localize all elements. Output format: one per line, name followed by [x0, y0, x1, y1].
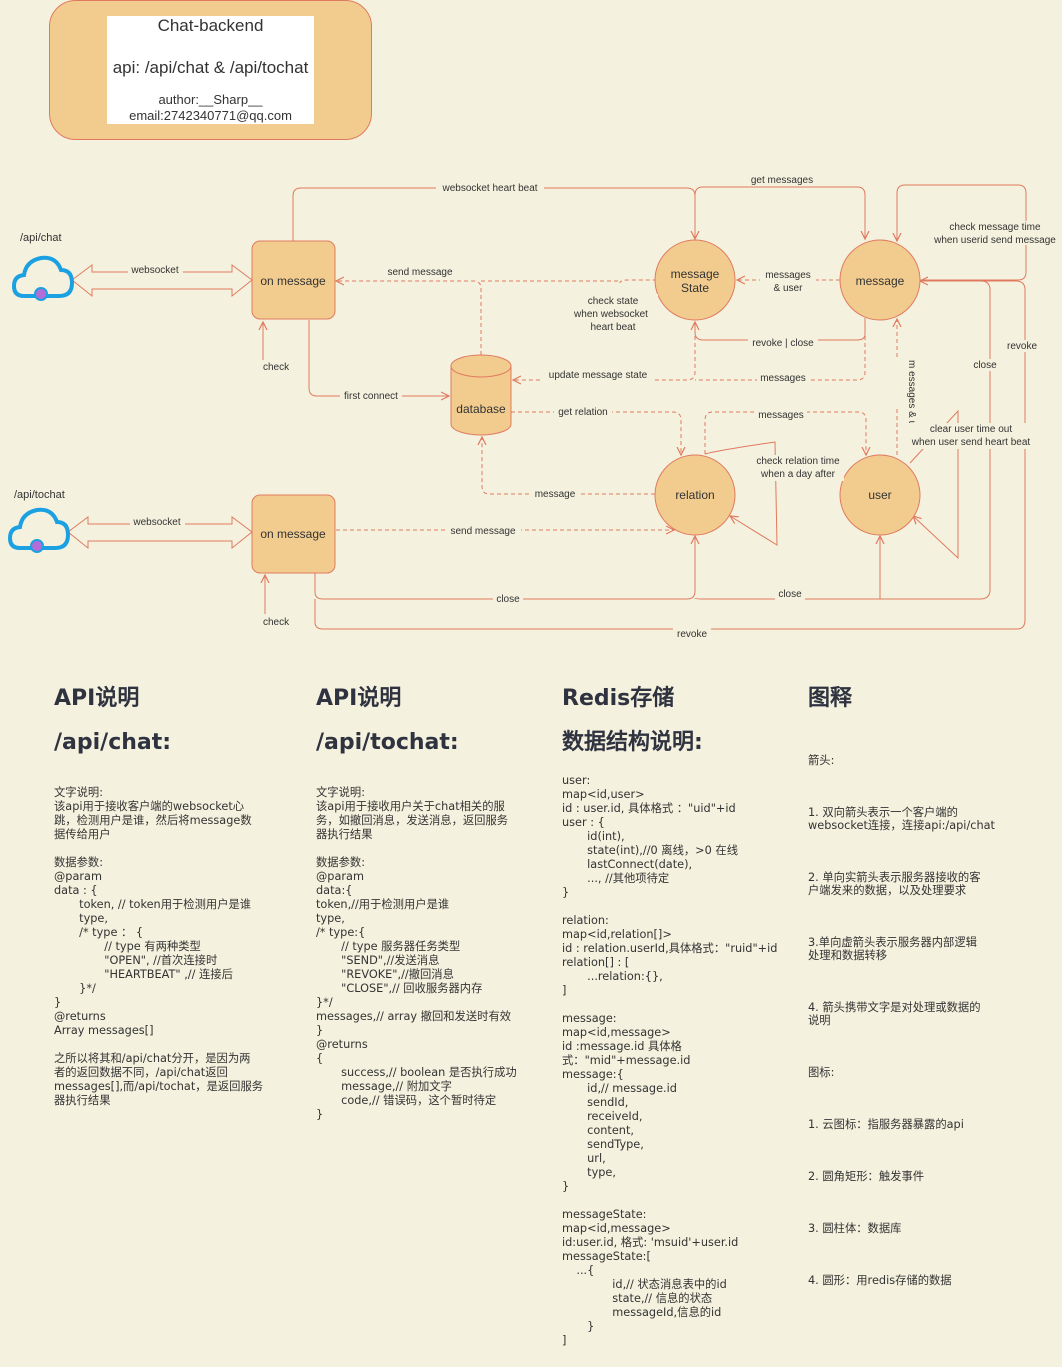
api-tochat-label: /api/tochat	[14, 489, 65, 501]
section-legend: 图释 箭头: 1. 双向箭头表示一个客户端的 websocket连接，连接api…	[808, 684, 1023, 1326]
relation-node	[654, 454, 736, 536]
check-time-edge	[897, 184, 1027, 281]
check-state-label-3: heart beat	[590, 322, 635, 333]
first-connect-label: first connect	[344, 391, 398, 402]
section-heading: API说明	[54, 686, 140, 711]
legend-item: 2. 单向实箭头表示服务器接收的客 户端发来的数据，以及处理要求	[808, 871, 981, 897]
check-time-label-2: when userid send message	[933, 235, 1056, 246]
author: author:__Sharp__	[158, 92, 263, 107]
database-label: database	[456, 402, 506, 416]
message-state-node	[654, 239, 736, 321]
on-message-label-1: on message	[260, 274, 326, 288]
close-edge-2	[694, 280, 991, 600]
on-message-label-2: on message	[260, 527, 326, 541]
send-message-edge-1	[336, 281, 482, 355]
check-label-2: check	[263, 617, 290, 628]
update-state-edge	[513, 322, 696, 380]
section-subheading: /api/chat:	[54, 730, 172, 755]
email: email:2742340771@qq.com	[129, 108, 292, 123]
legend-item: 1. 云图标：指服务器暴露的api	[808, 1118, 964, 1131]
section-heading: API说明	[316, 686, 402, 711]
send-message-label-1: send message	[387, 267, 452, 278]
user-label: user	[868, 488, 891, 502]
on-message-node-1	[251, 240, 336, 320]
section-heading: Redis存储	[562, 686, 675, 711]
section-subheading: 数据结构说明:	[562, 730, 703, 755]
messages-user-label-1: messages	[765, 270, 811, 281]
revoke-label-2: revoke	[677, 629, 707, 640]
legend-item: 4. 箭头携带文字是对处理或数据的 说明	[808, 1001, 981, 1027]
message-node	[839, 239, 921, 321]
clear-user-label-1: clear user time out	[930, 424, 1012, 435]
heart-beat-edge	[292, 187, 695, 241]
architecture-diagram: on message on message database message S…	[7, 174, 1062, 640]
legend-item: 1. 双向箭头表示一个客户端的 websocket连接，连接api:/api/c…	[808, 806, 995, 832]
check-time-label-1: check message time	[949, 222, 1041, 233]
first-connect-edge	[308, 320, 449, 396]
get-relation-label: get relation	[558, 407, 607, 418]
edge-labels: websocket websocket check check websocke…	[128, 174, 1062, 640]
api-title: api: /api/chat & /api/tochat	[112, 58, 309, 77]
user-node	[839, 454, 921, 536]
section-api-tochat: API说明 /api/tochat: 文字说明: 该api用于接收用户关于cha…	[316, 684, 541, 1122]
clear-user-label-2: when user send heart beat	[911, 437, 1031, 448]
legend-item: 3.单向虚箭头表示服务器内部逻辑 处理和数据转移	[808, 936, 977, 962]
revoke-edge-2	[314, 281, 1026, 630]
heart-beat-label: websocket heart beat	[441, 183, 537, 194]
check-relation-label-2: when a day after	[760, 469, 836, 480]
send-message-label-2: send message	[450, 526, 515, 537]
message-state-label-2: State	[681, 281, 709, 295]
check-state-edge	[481, 279, 655, 284]
websocket-label-1: websocket	[130, 265, 178, 276]
section-body: user: map<id,user> id : user.id, 具体格式 ："…	[562, 774, 778, 1347]
legend-item: 箭头:	[808, 754, 835, 767]
message-label: message	[856, 274, 905, 288]
api-chat-label: /api/chat	[20, 232, 62, 244]
legend-item: 3. 圆柱体：数据库	[808, 1222, 902, 1235]
messages-vertical-label: m essages & user	[906, 360, 917, 441]
database-node	[450, 354, 512, 436]
cloud-icon	[7, 507, 71, 553]
messages-user-label-2: & user	[774, 283, 804, 294]
revoke-label-1: revoke	[1007, 341, 1037, 352]
revoke-close-edge	[695, 318, 866, 341]
section-body: 文字说明: 该api用于接收客户端的websocket心 跳，检测用户是谁，然后…	[54, 786, 264, 1107]
relation-self-loop	[704, 441, 778, 546]
message-state-label-1: message	[671, 267, 720, 281]
section-body: 文字说明: 该api用于接收用户关于chat相关的服 务，如撤回消息，发送消息，…	[316, 786, 517, 1121]
close-label-2: close	[496, 594, 520, 605]
check-state-label-2: when websocket	[573, 309, 648, 320]
close-label-1: close	[973, 360, 997, 371]
app-title: Chat-backend	[157, 16, 264, 35]
check-state-label-1: check state	[588, 296, 639, 307]
message-db-edge	[482, 437, 655, 495]
section-redis: Redis存储 数据结构说明: user: map<id,user> id : …	[562, 684, 782, 1348]
section-subheading: /api/tochat:	[316, 730, 459, 755]
get-messages-edge	[694, 186, 865, 240]
close-edge-1	[314, 536, 695, 600]
check-label-1: check	[263, 362, 290, 373]
title-text-box: Chat-backend api: /api/chat & /api/tocha…	[107, 16, 314, 124]
check-relation-label-1: check relation time	[756, 456, 840, 467]
get-messages-label: get messages	[751, 175, 813, 186]
legend-item: 4. 圆形：用redis存储的数据	[808, 1274, 952, 1287]
legend-item: 图标:	[808, 1066, 835, 1079]
revoke-close-label: revoke | close	[752, 338, 814, 349]
update-state-label: update message state	[549, 370, 648, 381]
on-message-node-2	[251, 494, 336, 574]
relation-label: relation	[675, 488, 714, 502]
messages-label-1: messages	[760, 373, 806, 384]
message-db-label: message	[535, 489, 576, 500]
messages-label-2: messages	[758, 410, 804, 421]
legend-body: 箭头: 1. 双向箭头表示一个客户端的 websocket连接，连接api:/a…	[808, 728, 1023, 1326]
section-api-chat: API说明 /api/chat: 文字说明: 该api用于接收客户端的webso…	[54, 684, 284, 1108]
cloud-icon	[11, 255, 75, 301]
messages-edge-1	[695, 322, 866, 381]
close-label-3: close	[778, 589, 802, 600]
websocket-label-2: websocket	[132, 517, 180, 528]
legend-item: 2. 圆角矩形：触发事件	[808, 1170, 925, 1183]
get-relation-edge	[511, 411, 681, 455]
section-heading: 图释	[808, 686, 853, 711]
